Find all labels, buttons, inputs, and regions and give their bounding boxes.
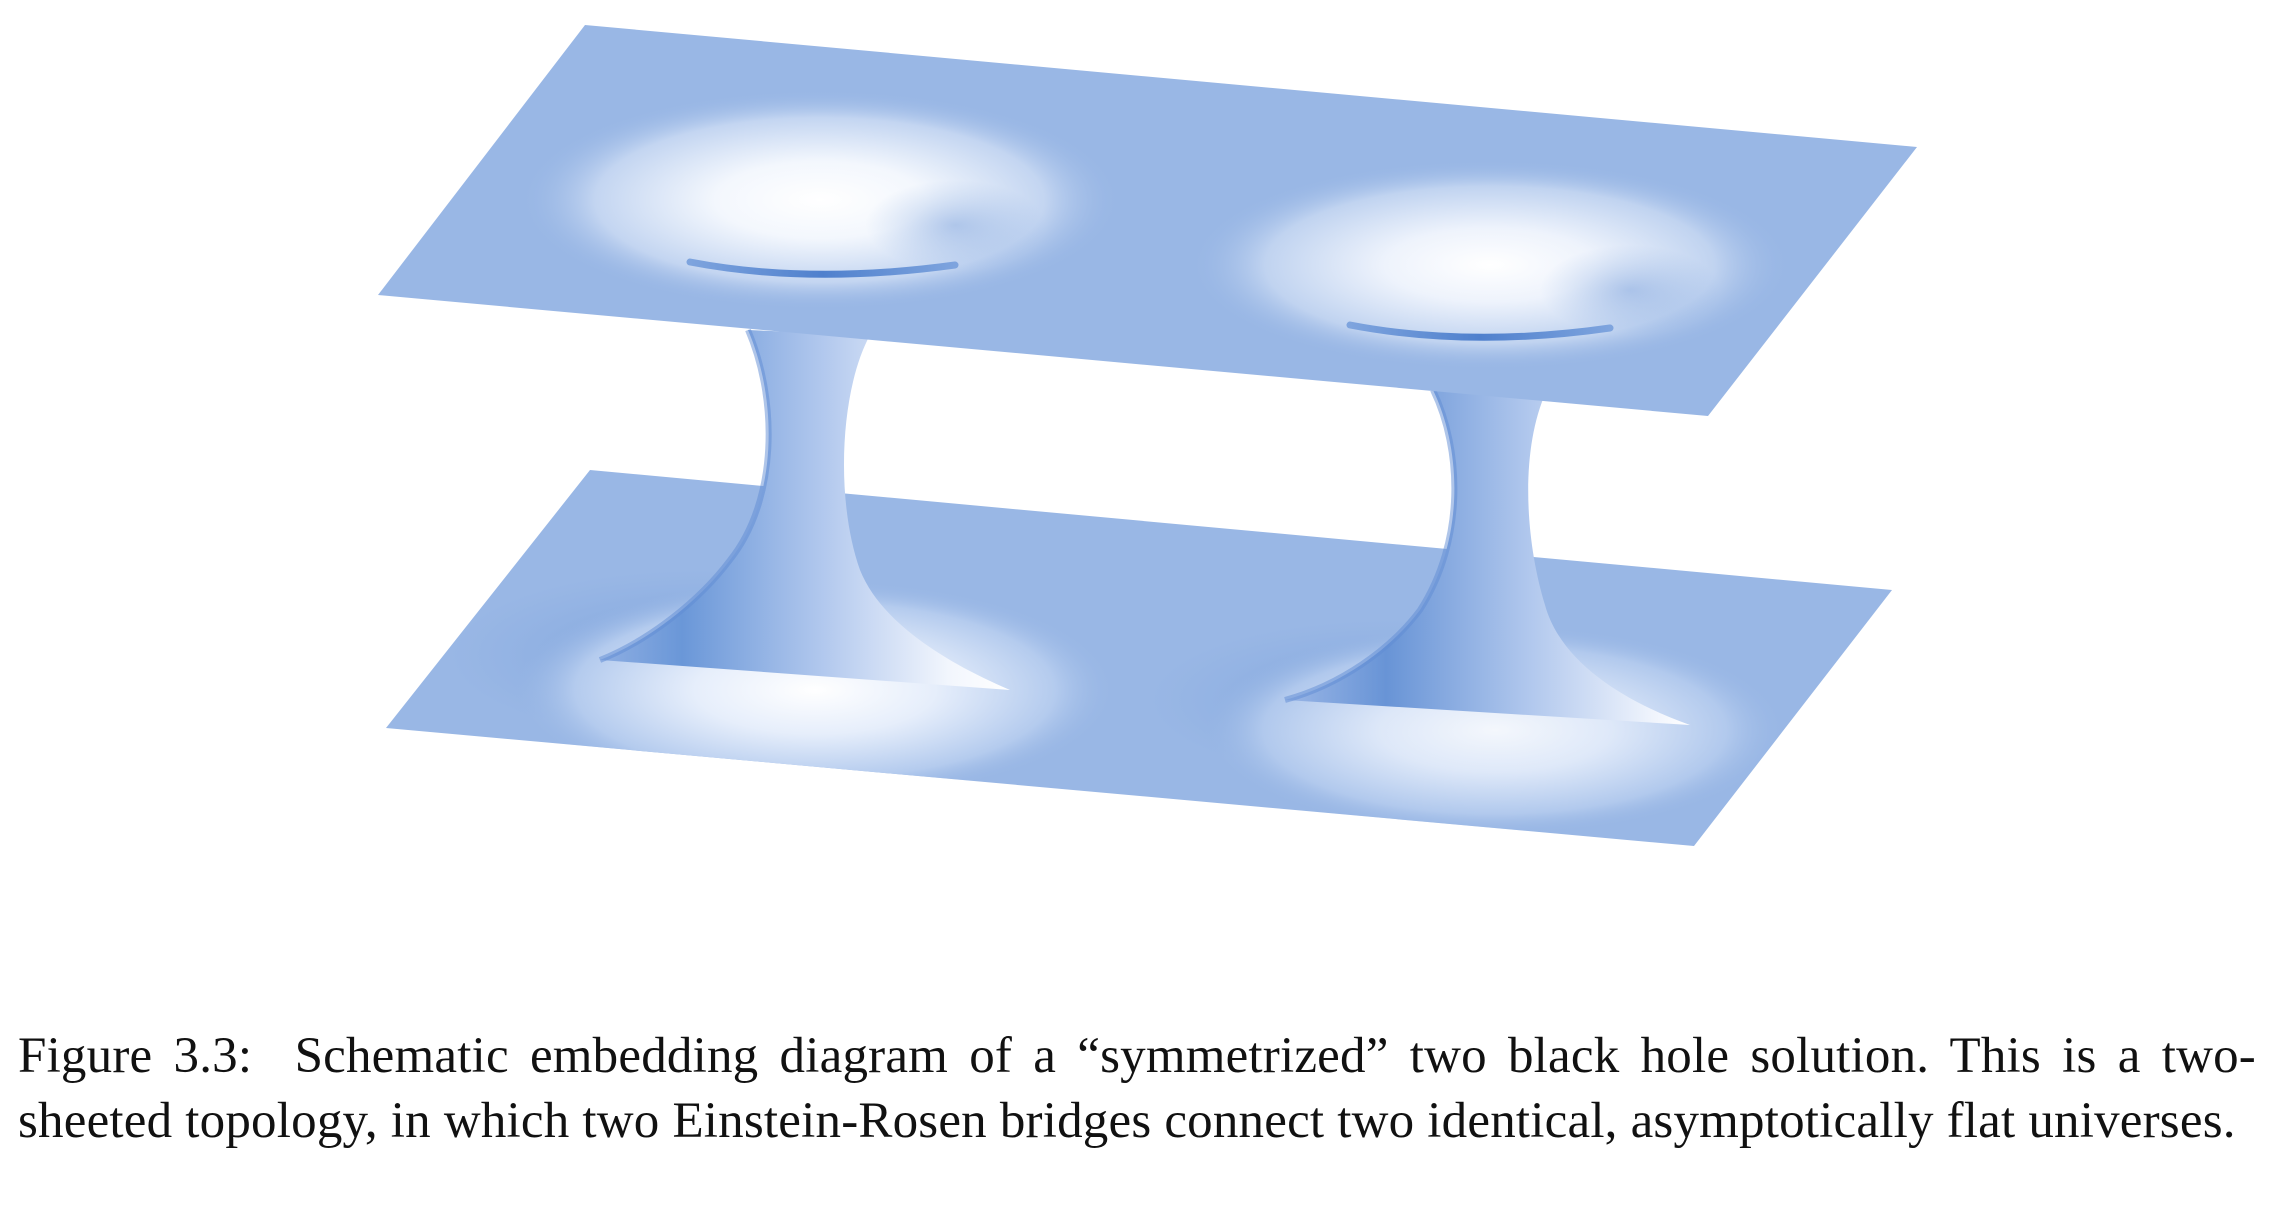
right-throat-rim (1346, 321, 1614, 341)
left-bridge-throat (598, 328, 1010, 690)
left-throat-rim (686, 258, 959, 278)
figure-label: Figure 3.3: (18, 1028, 274, 1084)
figure-caption: Figure 3.3: Schematic embedding diagram … (18, 1024, 2256, 1154)
right-bridge-throat (1284, 388, 1690, 725)
upper-sheet (378, 25, 1917, 416)
caption-text: Schematic embedding diagram of a “symmet… (18, 1028, 2256, 1149)
embedding-diagram (378, 25, 1917, 846)
